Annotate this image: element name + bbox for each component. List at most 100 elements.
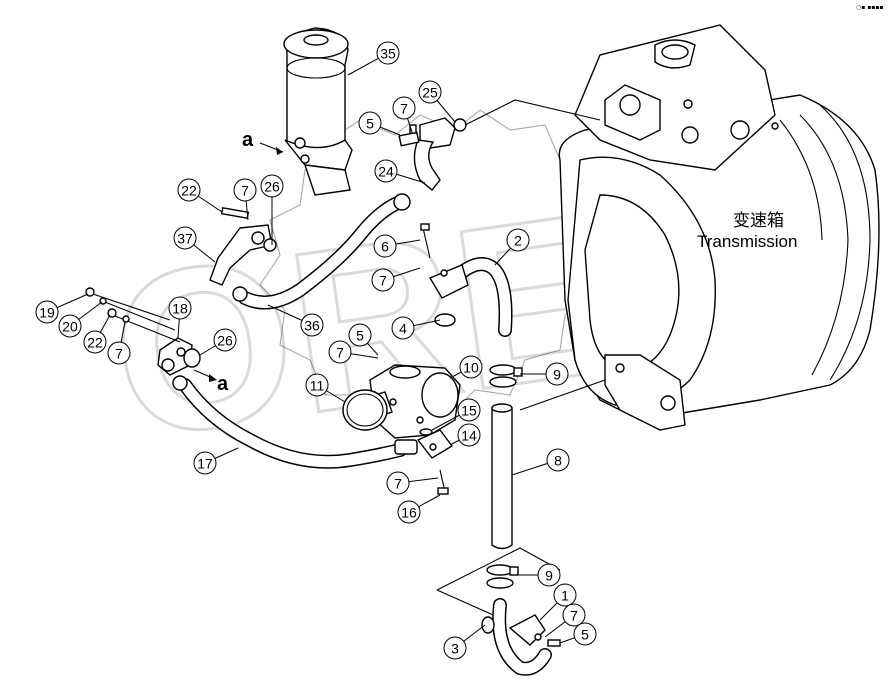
callout-number: 8 [554,453,562,469]
callout-circle [35,300,59,324]
callout-number: 7 [241,183,249,199]
callout-circle [83,330,107,354]
block-18 [157,337,201,376]
callout-circle [457,423,481,447]
callout-25: 25 [418,80,456,123]
callout-37: 37 [173,226,216,263]
callout-circle [213,328,237,352]
callout-35: 35 [347,41,400,76]
callout-10: 10 [449,355,483,379]
callout-26: 26 [199,328,237,356]
callout-3: 3 [443,624,486,660]
lower-plane-line [436,547,561,591]
callout-20: 20 [58,301,103,338]
callout-6: 6 [373,234,421,258]
transmission-housing [558,24,880,431]
callout-circle [300,313,324,337]
callout-22: 22 [83,314,111,354]
callout-number: 3 [451,641,459,657]
callout-number: 10 [463,360,479,376]
gasket-4 [434,313,456,327]
callout-4: 4 [391,316,441,340]
lower-plane-line-2 [436,589,501,619]
guide-line-mid [519,379,606,411]
callout-number: 26 [217,333,233,349]
callout-circle [348,323,372,347]
transmission-label-cn: 变速箱 [733,211,784,231]
callout-14: 14 [449,423,481,447]
callout-number: 14 [461,428,477,444]
callout-circle [260,174,284,198]
background-gear [259,109,606,421]
callout-number: 9 [553,367,561,383]
callout-number: 24 [378,164,394,180]
callout-circle [233,178,257,202]
callout-circle [392,96,416,120]
callout-circle [397,500,421,524]
callout-number: 20 [62,319,78,335]
callout-9: 9 [520,362,569,386]
callout-number: 11 [310,378,325,394]
callout-circle [545,362,569,386]
callout-circle [391,316,415,340]
callout-number: 5 [366,116,374,132]
callout-number: 7 [400,101,408,117]
callout-circle [373,234,397,258]
bolt-6 [422,227,431,259]
callout-number: 5 [356,328,364,344]
callout-number: 5 [581,627,589,643]
callout-circle [371,268,395,292]
callout-1: 1 [539,583,577,621]
callout-circle [553,583,577,607]
callout-7: 7 [371,267,421,292]
callout-circle [173,226,197,250]
view-marker-top-label: a [242,129,254,151]
guide-line-top [464,99,601,126]
callout-18: 18 [168,296,192,339]
callout-19: 19 [35,293,89,324]
transmission-label-en: Transmission [697,232,797,251]
clamp-9-bottom [486,564,519,589]
ring-3 [481,616,495,634]
view-marker-top: a [242,129,284,155]
callout-number: 17 [197,456,213,472]
callout-9: 9 [518,563,561,587]
corner-mark: ○▪ ▪▪▪▪ [856,4,883,11]
pump-10 [369,364,461,439]
callout-circle [562,603,586,627]
bolt-5-bottom [547,639,561,647]
callout-15: 15 [431,398,481,431]
callout-number: 37 [177,231,193,247]
callout-22: 22 [177,178,223,213]
pipe-2 [428,257,513,337]
callout-number: 19 [39,305,55,321]
callout-2: 2 [494,228,530,266]
callout-number: 25 [422,85,438,101]
valve-block-24 [398,117,467,191]
callout-5: 5 [358,111,401,136]
callout-circle [177,178,201,202]
callout-7: 7 [386,471,439,495]
callout-circle [328,340,352,364]
callout-circle [168,296,192,320]
callout-8: 8 [511,448,570,476]
callout-number: 7 [336,345,344,361]
callout-number: 16 [401,505,417,521]
filter-35 [283,27,353,196]
callout-number: 7 [570,608,578,624]
callout-number: 36 [304,318,320,334]
callout-26: 26 [260,174,284,245]
callout-number: 35 [380,46,396,62]
callout-5: 5 [348,323,379,356]
callout-7: 7 [107,321,131,365]
callout-7: 7 [544,603,586,638]
callout-7: 7 [392,96,416,133]
callout-circle [573,622,597,646]
callout-number: 4 [399,321,407,337]
callout-16: 16 [397,494,441,524]
callout-circle [443,636,467,660]
callout-number: 26 [264,179,280,195]
callout-circle [58,314,82,338]
